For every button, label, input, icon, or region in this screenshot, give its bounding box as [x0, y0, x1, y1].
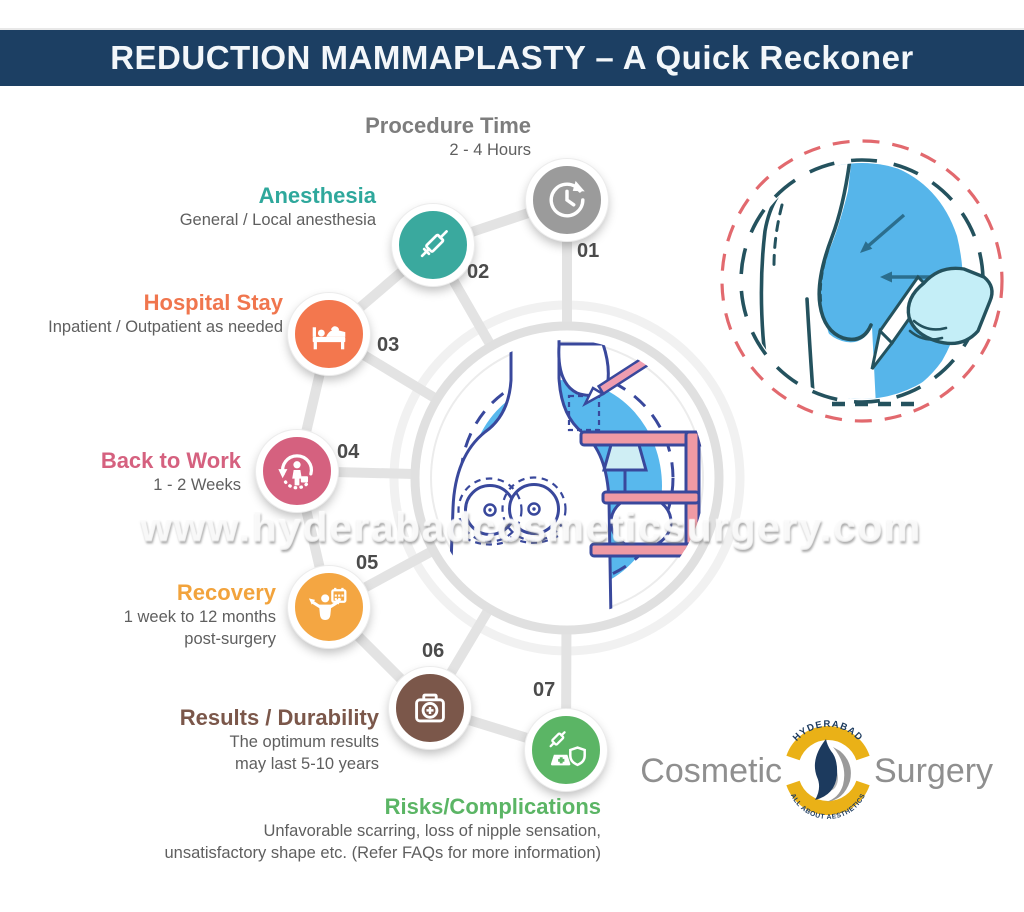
syringe-icon [392, 204, 474, 286]
recovery-calendar-icon [288, 566, 370, 648]
step-detail: Inpatient / Outpatient as needed [48, 318, 283, 336]
surgical-equipment [579, 430, 705, 560]
marking-pen-hand [870, 266, 994, 370]
step-risks-complications: Risks/Complications Unfavorable scarring… [164, 794, 601, 863]
step-detail: 1 week to 12 months [123, 608, 276, 626]
step-heading: Procedure Time [365, 113, 531, 138]
step-recovery: Recovery 1 week to 12 months post-surger… [124, 580, 276, 649]
step-procedure-time: Procedure Time 2 - 4 Hours [365, 113, 531, 160]
step-number: 03 [377, 334, 400, 356]
step-heading: Back to Work [100, 448, 241, 473]
body-profile-fill [744, 163, 876, 399]
center-illustration [410, 321, 724, 635]
clock-history-icon [526, 159, 608, 241]
side-illustration [720, 139, 1004, 423]
step-heading: Results / Durability [179, 705, 379, 730]
step-detail: General / Local anesthesia [179, 211, 376, 229]
step-heading: Anesthesia [258, 183, 376, 208]
step-heading: Recovery [176, 580, 276, 605]
step-detail: unsatisfactory shape etc. (Refer FAQs fo… [164, 844, 601, 862]
step-detail: Unfavorable scarring, loss of nipple sen… [263, 822, 601, 840]
step-anesthesia: Anesthesia General / Local anesthesia [180, 183, 376, 230]
step-number: 06 [422, 640, 445, 662]
step-number: 04 [337, 441, 360, 463]
person-return-icon [256, 430, 338, 512]
risk-shield-syringe-icon [525, 709, 607, 791]
title-bar: REDUCTION MAMMAPLASTY – A Quick Reckoner [0, 28, 1024, 86]
hospital-bed-icon [288, 293, 370, 375]
step-hospital-stay: Hospital Stay Inpatient / Outpatient as … [48, 290, 283, 337]
step-detail: 1 - 2 Weeks [153, 476, 241, 494]
step-number: 07 [533, 679, 556, 701]
step-heading: Risks/Complications [384, 794, 601, 819]
step-number: 01 [577, 240, 600, 262]
logo-gold-arc-bottom [786, 780, 870, 815]
step-number: 02 [467, 261, 490, 283]
step-detail: post-surgery [184, 630, 276, 648]
page-title: REDUCTION MAMMAPLASTY – A Quick Reckoner [110, 39, 914, 76]
logo-text-cosmetic: Cosmetic [640, 752, 782, 790]
logo-flame-navy [814, 739, 838, 800]
dashed-chest-marking [567, 394, 601, 432]
step-heading: Hospital Stay [143, 290, 283, 315]
logo-flame-gray [826, 747, 851, 802]
logo-text-surgery: Surgery [874, 752, 993, 790]
step-detail: The optimum results [229, 733, 379, 751]
step-results-durability: Results / Durability The optimum results… [180, 705, 379, 774]
breasts-marked [457, 476, 567, 546]
logo-gold-arc-top [786, 726, 870, 761]
step-back-to-work: Back to Work 1 - 2 Weeks [101, 448, 241, 495]
step-detail: may last 5-10 years [235, 755, 379, 773]
step-number: 05 [356, 552, 379, 574]
clinic-logo: HYDERABAD ALL ABOUT AESTHETICS Cosmetic … [640, 719, 993, 821]
first-aid-kit-icon [389, 667, 471, 749]
step-detail: 2 - 4 Hours [449, 141, 531, 159]
watermark-text: www.hyderabadcosmeticsurgery.com [140, 504, 922, 551]
